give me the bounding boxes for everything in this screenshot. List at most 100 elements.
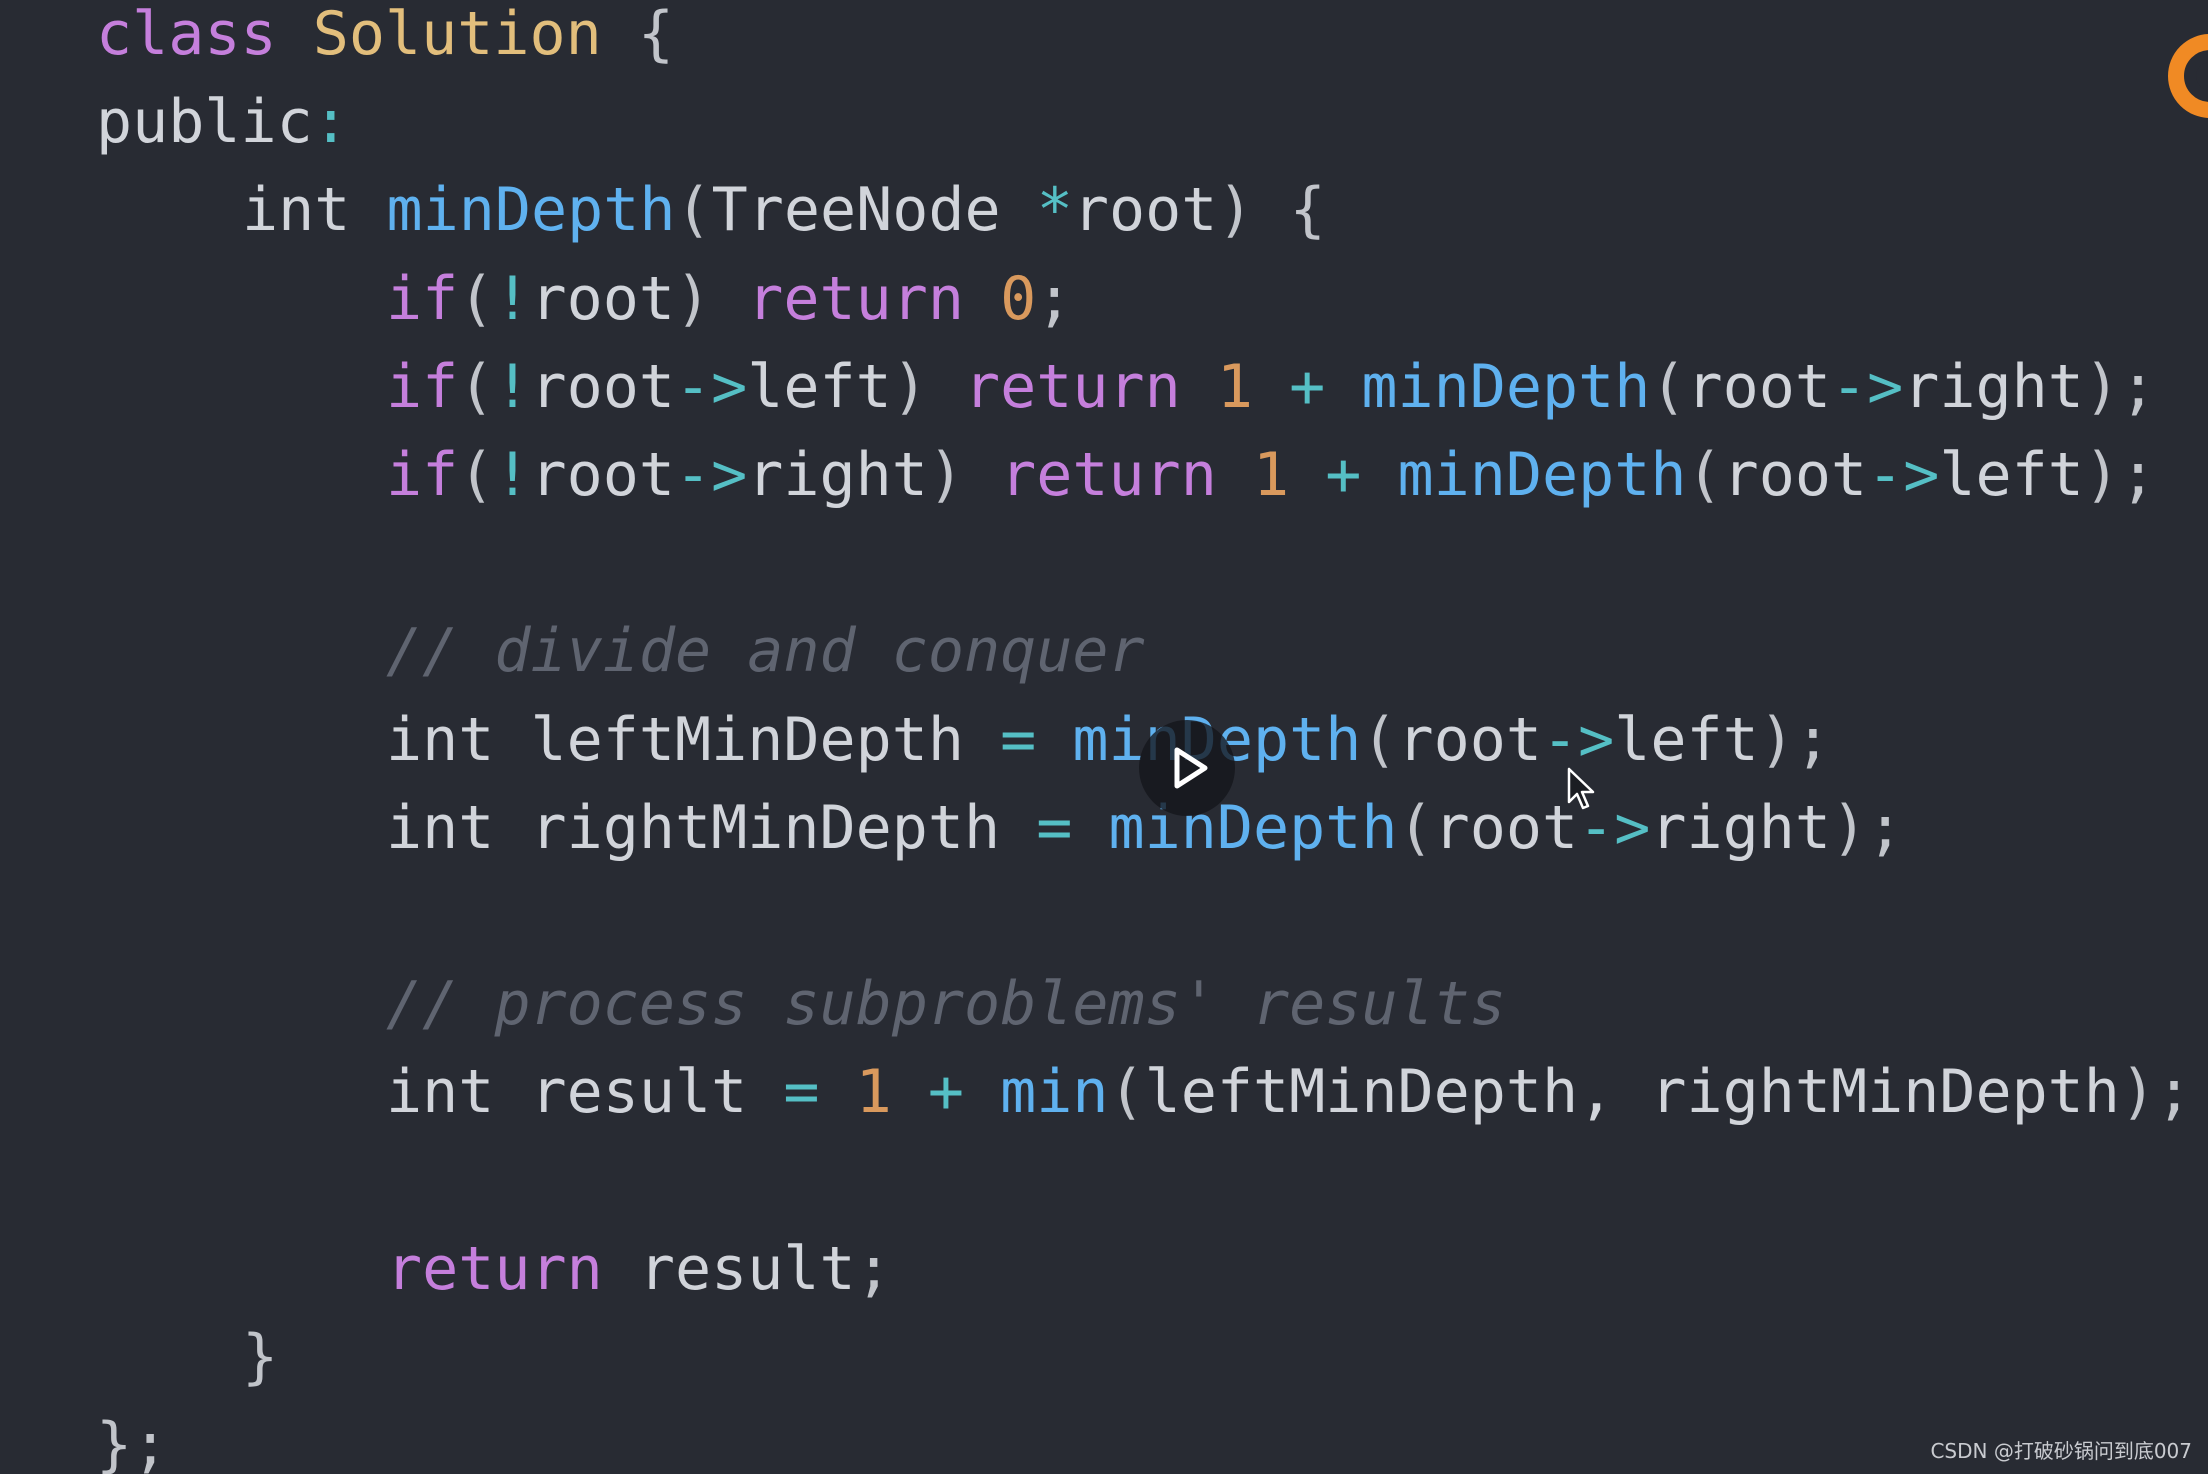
identifier-token <box>1181 352 1217 422</box>
identifier-token: left <box>1939 440 2084 510</box>
identifier-token <box>1217 440 1253 510</box>
type-token: Solution <box>312 0 602 69</box>
operator-token: ! <box>494 351 531 422</box>
identifier-token: TreeNode <box>711 175 1001 246</box>
punctuation-token: ( <box>1650 351 1687 422</box>
identifier-token: int <box>242 175 351 246</box>
punctuation-token: ( <box>458 351 495 422</box>
code-line: // process subproblems' results <box>386 960 1506 1048</box>
play-icon <box>1174 747 1208 789</box>
identifier-token: left <box>1614 704 1759 775</box>
identifier-token <box>1072 793 1108 863</box>
code-line: return result; <box>386 1225 892 1313</box>
punctuation-token: ) <box>675 263 748 334</box>
code-line: if(!root->right) return 1 + minDepth(roo… <box>386 431 2156 519</box>
operator-token: * <box>1036 175 1073 246</box>
identifier-token <box>964 264 1000 334</box>
operator-token: -> <box>1578 792 1651 863</box>
punctuation-token: ( <box>1397 792 1434 863</box>
identifier-token <box>892 1057 928 1127</box>
identifier-token <box>1253 352 1289 422</box>
punctuation-token: ( <box>458 263 495 334</box>
punctuation-token: ) <box>891 351 964 422</box>
punctuation-token: ( <box>1108 1057 1145 1128</box>
operator-token: -> <box>675 351 748 422</box>
identifier-token <box>1361 440 1397 510</box>
identifier-token: root <box>530 440 676 510</box>
keyword-token: return <box>747 263 964 334</box>
identifier-token: root <box>1433 792 1579 863</box>
identifier-token: result <box>602 1233 856 1304</box>
code-line: int minDepth(TreeNode *root) { <box>242 166 1326 254</box>
code-line: } <box>242 1313 278 1401</box>
operator-token: ! <box>494 263 531 334</box>
mouse-pointer-icon <box>1566 766 1596 812</box>
code-line: if(!root->left) return 1 + minDepth(root… <box>386 343 2156 431</box>
code-line: // divide and conquer <box>386 607 1145 695</box>
identifier-token: rightMinDepth <box>494 792 1037 863</box>
orange-logo-icon <box>2162 20 2208 132</box>
code-line: int rightMinDepth = minDepth(root->right… <box>386 784 1903 872</box>
keyword-token: return <box>964 351 1181 422</box>
operator-token: + <box>927 1057 964 1128</box>
identifier-token: root <box>1072 175 1218 246</box>
identifier-token <box>819 1057 855 1127</box>
punctuation-token: ( <box>1361 704 1398 775</box>
punctuation-token: ( <box>675 175 712 246</box>
keyword-token: return <box>386 1233 603 1304</box>
punctuation-token: }; <box>96 1410 169 1474</box>
number-token: 1 <box>1216 351 1253 422</box>
identifier-token: root <box>1397 704 1542 775</box>
operator-token: + <box>1325 440 1362 510</box>
identifier-token <box>1036 705 1072 775</box>
identifier-token: int <box>386 1057 495 1128</box>
identifier-token <box>1001 175 1037 245</box>
identifier-token: root <box>530 351 676 422</box>
number-token: 0 <box>1000 263 1037 334</box>
identifier-token: leftMinDepth, rightMinDepth <box>1144 1057 2120 1128</box>
function-token: minDepth <box>1361 351 1651 422</box>
code-line: public: <box>96 78 349 166</box>
identifier-token: right <box>747 440 928 510</box>
punctuation-token: { <box>601 0 674 69</box>
operator-token: ! <box>494 440 531 510</box>
identifier-token: root <box>530 263 676 334</box>
punctuation-token: ; <box>855 1233 892 1304</box>
keyword-token: return <box>1000 440 1217 510</box>
operator-token: : <box>312 87 349 158</box>
code-line: int result = 1 + min(leftMinDepth, right… <box>386 1048 2192 1136</box>
code-line: }; <box>96 1401 168 1474</box>
identifier-token: int <box>386 792 495 863</box>
identifier-token <box>350 175 386 245</box>
number-token: 1 <box>1253 440 1290 510</box>
punctuation-token: ); <box>2083 351 2157 422</box>
code-line: class Solution { <box>96 0 674 78</box>
identifier-token <box>277 0 313 69</box>
operator-token: -> <box>1830 351 1904 422</box>
operator-token: -> <box>1541 704 1615 775</box>
identifier-token: right <box>1650 792 1831 863</box>
punctuation-token: ) <box>927 440 1001 510</box>
identifier-token: left <box>747 351 892 422</box>
identifier-token: root <box>1686 351 1831 422</box>
operator-token: = <box>1000 704 1037 775</box>
identifier-token: right <box>1903 351 2084 422</box>
punctuation-token: ); <box>2119 1057 2193 1128</box>
identifier-token: int <box>386 704 495 775</box>
function-token: min <box>1000 1057 1109 1128</box>
punctuation-token: ( <box>458 440 495 510</box>
operator-token: + <box>1289 351 1326 422</box>
comment-token: // process subproblems' results <box>386 969 1506 1040</box>
code-line: if(!root) return 0; <box>386 255 1072 343</box>
punctuation-token: } <box>242 1322 279 1392</box>
identifier-token <box>1289 440 1325 510</box>
number-token: 1 <box>855 1057 892 1128</box>
punctuation-token: ( <box>1686 440 1723 510</box>
play-button[interactable] <box>1139 720 1235 816</box>
punctuation-token: ); <box>1830 792 1904 863</box>
keyword-token: class <box>96 0 277 69</box>
function-token: minDepth <box>1397 440 1687 510</box>
operator-token: -> <box>675 440 748 510</box>
